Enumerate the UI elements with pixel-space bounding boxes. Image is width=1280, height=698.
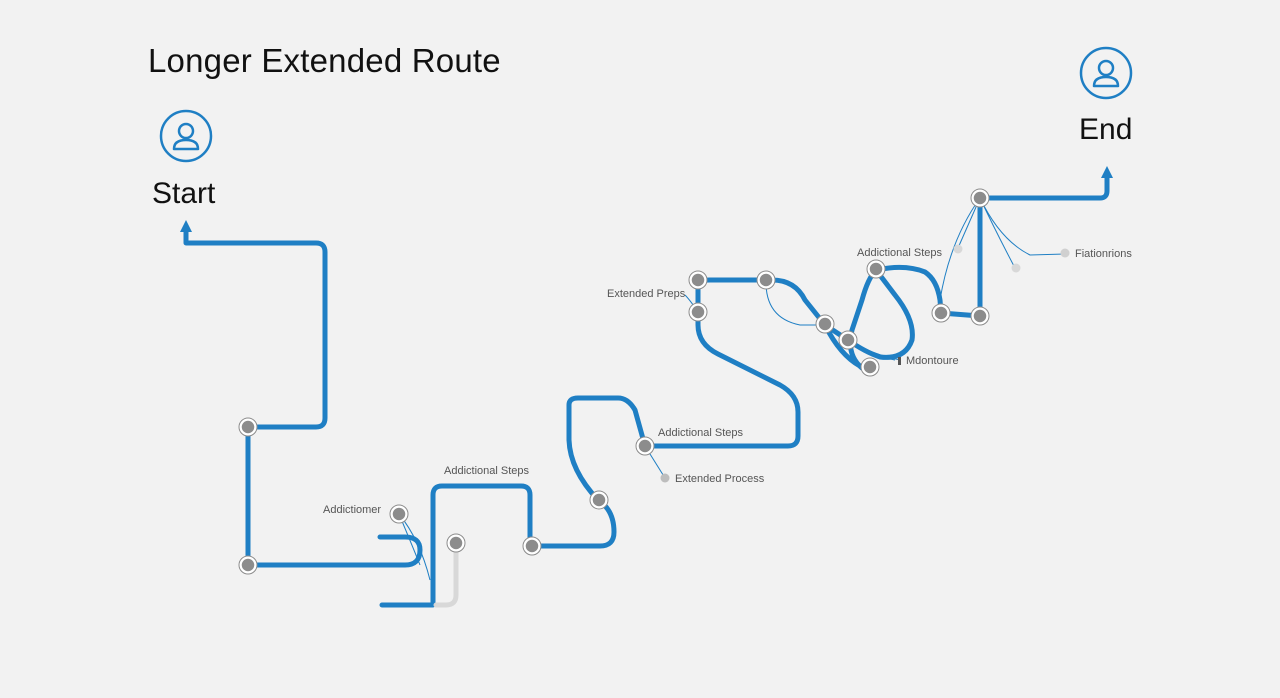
- annotation-additional-steps-1: Addictional Steps: [444, 465, 529, 477]
- node[interactable]: [635, 436, 655, 456]
- node[interactable]: [238, 555, 258, 575]
- dot-marker: [660, 473, 670, 483]
- route-path-lower: [379, 277, 828, 608]
- connector-lines: [398, 197, 1066, 581]
- dot-marker: [1011, 263, 1021, 273]
- node[interactable]: [970, 188, 990, 208]
- end-user-icon: [1079, 46, 1133, 100]
- dot-marker: [953, 244, 963, 254]
- annotation-extended-preps: Extended Preps: [607, 288, 686, 300]
- annotation-mdontoure: Mdontoure: [906, 355, 959, 367]
- end-arrow-icon: [1101, 166, 1113, 178]
- node[interactable]: [238, 417, 258, 437]
- node[interactable]: [866, 259, 886, 279]
- route-path-faint: [433, 542, 459, 608]
- route-path-main: [183, 225, 423, 568]
- start-user-icon: [159, 109, 213, 163]
- annotation-extended-process: Extended Process: [675, 473, 765, 485]
- node[interactable]: [688, 270, 708, 290]
- node[interactable]: [838, 330, 858, 350]
- node[interactable]: [389, 504, 409, 524]
- node[interactable]: [860, 357, 880, 377]
- annotation-additional-steps-3: Addictional Steps: [857, 247, 942, 259]
- annotation-additional-steps-2: Addictional Steps: [658, 427, 743, 439]
- dot-marker: [898, 357, 901, 365]
- node[interactable]: [589, 490, 609, 510]
- node[interactable]: [970, 306, 990, 326]
- end-label: End: [1079, 113, 1133, 146]
- start-label: Start: [152, 177, 216, 210]
- node[interactable]: [815, 314, 835, 334]
- diagram-title: Longer Extended Route: [148, 42, 501, 79]
- node[interactable]: [446, 533, 466, 553]
- annotation-addictiomer: Addictiomer: [323, 504, 382, 516]
- start-arrow-icon: [180, 220, 192, 232]
- annotation-fiationrions: Fiationrions: [1075, 248, 1132, 260]
- dot-marker: [1060, 248, 1070, 258]
- node[interactable]: [522, 536, 542, 556]
- route-nodes: [238, 188, 1070, 575]
- node[interactable]: [688, 302, 708, 322]
- node[interactable]: [756, 270, 776, 290]
- node[interactable]: [931, 303, 951, 323]
